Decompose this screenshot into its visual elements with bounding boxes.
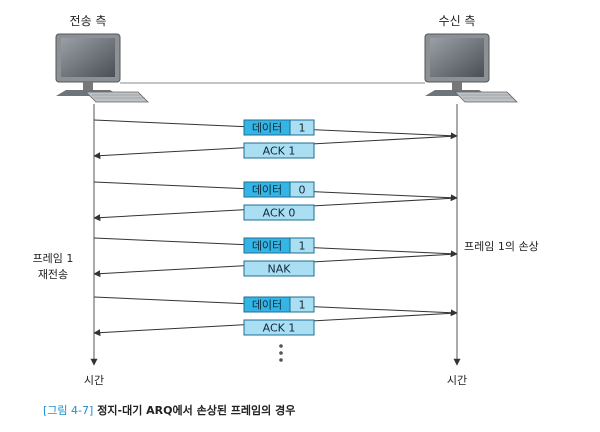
response-label: NAK xyxy=(268,263,292,276)
response-label: ACK 0 xyxy=(263,207,296,220)
data-frame-label: 데이터 xyxy=(252,122,282,135)
sender-label: 전송 측 xyxy=(70,14,107,28)
response-box xyxy=(243,204,315,221)
retransmit-annotation-line1: 프레임 1 xyxy=(33,252,74,265)
sequence-number: 1 xyxy=(299,122,306,135)
caption-text: 정지-대기 ARQ에서 손상된 프레임의 경우 xyxy=(97,403,295,417)
sequence-number-box xyxy=(289,119,315,136)
sequence-number-box xyxy=(289,237,315,254)
sequence-number: 1 xyxy=(299,299,306,312)
response-box xyxy=(243,260,315,277)
retransmit-annotation-line2: 재전송 xyxy=(38,268,68,281)
data-frame-label: 데이터 xyxy=(252,299,282,312)
figure-caption: [그림 4-7] 정지-대기 ARQ에서 손상된 프레임의 경우 xyxy=(43,403,295,417)
response-box xyxy=(243,319,315,336)
sequence-number: 1 xyxy=(299,240,306,253)
response-label: ACK 1 xyxy=(263,322,296,335)
receiver-computer-icon xyxy=(424,33,518,103)
response-label: ACK 1 xyxy=(263,145,296,158)
time-label-left: 시간 xyxy=(84,374,104,387)
data-frame-label: 데이터 xyxy=(252,240,282,253)
continuation-dots xyxy=(279,344,283,362)
data-frame-label: 데이터 xyxy=(252,184,282,197)
time-label-right: 시간 xyxy=(447,374,467,387)
sequence-number-box xyxy=(289,296,315,313)
caption-number: [그림 4-7] xyxy=(43,404,93,417)
sequence-number: 0 xyxy=(299,184,306,197)
sender-computer-icon xyxy=(55,33,149,103)
loss-annotation: 프레임 1의 손상 xyxy=(464,240,539,253)
response-box xyxy=(243,142,315,159)
sequence-number-box xyxy=(289,181,315,198)
receiver-label: 수신 측 xyxy=(439,14,476,28)
